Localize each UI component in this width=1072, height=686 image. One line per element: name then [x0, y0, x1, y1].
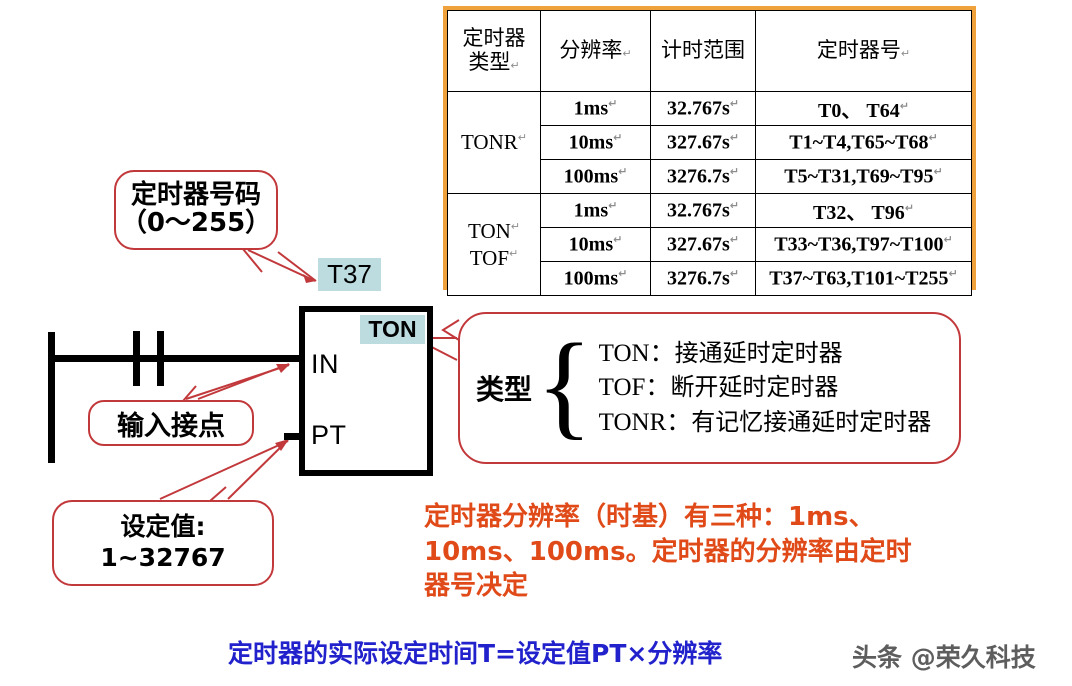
- cell-resolution: 10ms↵: [540, 125, 651, 160]
- timer-spec-table: 定时器 类型↵ 分辨率↵ 计时范围 定时器号↵ TONR↵: [443, 6, 976, 296]
- pilcrow-icon: ↵: [622, 47, 632, 61]
- type-row-tonr: TONR：有记忆接通延时定时器: [598, 407, 932, 436]
- pin-label-in: IN: [311, 349, 339, 379]
- pilcrow-icon: ↵: [948, 266, 958, 280]
- pilcrow-icon: ↵: [928, 130, 938, 144]
- resolution-note-line3: 器号决定: [424, 571, 529, 602]
- no-contact-left-bar-icon: [133, 331, 140, 386]
- cell-range: 32.767s↵: [650, 193, 756, 228]
- pilcrow-icon: ↵: [729, 266, 739, 280]
- header-timer-type: 定时器 类型↵: [447, 10, 541, 92]
- pilcrow-icon: ↵: [608, 198, 618, 212]
- callout-set-value-line1: 设定值:: [120, 512, 206, 542]
- resolution-note: 定时器分辨率（时基）有三种：1ms、 10ms、100ms。定时器的分辨率由定时…: [424, 500, 994, 604]
- cell-numbers: T0、 T64↵: [755, 91, 972, 126]
- pilcrow-icon: ↵: [729, 96, 739, 110]
- timer-type-badge: TON: [360, 315, 425, 344]
- resolution-note-line2: 10ms、100ms。定时器的分辨率由定时: [424, 536, 912, 567]
- cell-numbers: T33~T36,T97~T100↵: [755, 227, 972, 262]
- table-row: 100ms↵ 3276.7s↵ T37~T63,T101~T255↵: [448, 261, 972, 296]
- pilcrow-icon: ↵: [608, 96, 618, 110]
- pilcrow-icon: ↵: [904, 201, 914, 215]
- pilcrow-icon: ↵: [613, 130, 623, 144]
- cell-numbers: T5~T31,T69~T95↵: [755, 159, 972, 194]
- cell-resolution: 100ms↵: [540, 261, 651, 296]
- cell-range: 3276.7s↵: [650, 159, 756, 194]
- header-range: 计时范围: [650, 10, 756, 92]
- pilcrow-icon: ↵: [900, 47, 911, 61]
- cell-range: 327.67s↵: [650, 125, 756, 160]
- cell-range: 3276.7s↵: [650, 261, 756, 296]
- header-resolution: 分辨率↵: [540, 10, 651, 92]
- pilcrow-icon: ↵: [729, 198, 739, 212]
- pilcrow-icon: ↵: [933, 164, 943, 178]
- callout-input-contact: 输入接点: [88, 400, 254, 446]
- left-power-rail: [48, 332, 55, 463]
- table-header-row: 定时器 类型↵ 分辨率↵ 计时范围 定时器号↵: [447, 10, 972, 92]
- callout-input-contact-label: 输入接点: [117, 410, 225, 442]
- table-row: 10ms↵ 327.67s↵ T33~T36,T97~T100↵: [448, 227, 972, 262]
- pilcrow-icon: ↵: [899, 99, 909, 113]
- pilcrow-icon: ↵: [943, 232, 953, 246]
- ladder-diagram: IN PT T37 TON: [0, 0, 470, 500]
- callout-timer-number-line2: （0～255）: [120, 208, 272, 239]
- callout-set-value: 设定值: 1~32767: [52, 500, 274, 586]
- pilcrow-icon: ↵: [729, 130, 739, 144]
- type-row-tof: TOF：断开延时定时器: [598, 373, 839, 402]
- pt-input-wire: [284, 433, 306, 440]
- rung-wire: [48, 355, 303, 362]
- table-row: 100ms↵ 3276.7s↵ T5~T31,T69~T95↵: [448, 159, 972, 194]
- timer-formula: 定时器的实际设定时间T=设定值PT×分辨率: [228, 639, 723, 668]
- header-timer-number: 定时器号↵: [755, 10, 972, 92]
- cell-numbers: T32、 T96↵: [755, 193, 972, 228]
- cell-numbers: T1~T4,T65~T68↵: [755, 125, 972, 160]
- pilcrow-icon: ↵: [618, 164, 628, 178]
- pilcrow-icon: ↵: [618, 266, 628, 280]
- callout-timer-number-line1: 定时器号码: [130, 179, 261, 210]
- cell-resolution: 1ms↵: [540, 193, 651, 228]
- pin-label-pt: PT: [311, 420, 347, 450]
- callout-timer-types: 类型 { TON：接通延时定时器 TOF：断开延时定时器 TONR：有记忆接通延…: [458, 312, 961, 464]
- type-row-ton: TON：接通延时定时器: [598, 338, 843, 367]
- resolution-note-line1: 定时器分辨率（时基）有三种：1ms、: [424, 502, 875, 532]
- cell-numbers: T37~T63,T101~T255↵: [755, 261, 972, 296]
- callout-timer-number: 定时器号码 （0～255）: [114, 170, 278, 250]
- table-row: TONR↵ 1ms↵ 32.767s↵ T0、 T64↵: [447, 91, 972, 194]
- cell-resolution: 1ms↵: [540, 91, 651, 126]
- cell-range: 327.67s↵: [650, 227, 756, 262]
- pilcrow-icon: ↵: [729, 232, 739, 246]
- timer-number-badge: T37: [318, 258, 381, 291]
- cell-range: 32.767s↵: [650, 91, 756, 126]
- pilcrow-icon: ↵: [517, 131, 527, 145]
- table-row: TON↵ TOF↵ 1ms↵ 32.767s↵ T32、 T96↵: [447, 193, 972, 296]
- pilcrow-icon: ↵: [509, 246, 519, 260]
- pilcrow-icon: ↵: [729, 164, 739, 178]
- cell-type-ton-tof: TON↵ TOF↵: [447, 193, 541, 296]
- pilcrow-icon: ↵: [510, 220, 520, 234]
- cell-resolution: 10ms↵: [540, 227, 651, 262]
- no-contact-right-bar-icon: [157, 331, 164, 386]
- watermark: 头条 @荣久科技: [852, 643, 1036, 672]
- callout-type-label: 类型: [476, 373, 533, 406]
- pilcrow-icon: ↵: [510, 59, 520, 72]
- pilcrow-icon: ↵: [613, 232, 623, 246]
- cell-resolution: 100ms↵: [540, 159, 651, 194]
- callout-set-value-line2: 1~32767: [100, 543, 226, 573]
